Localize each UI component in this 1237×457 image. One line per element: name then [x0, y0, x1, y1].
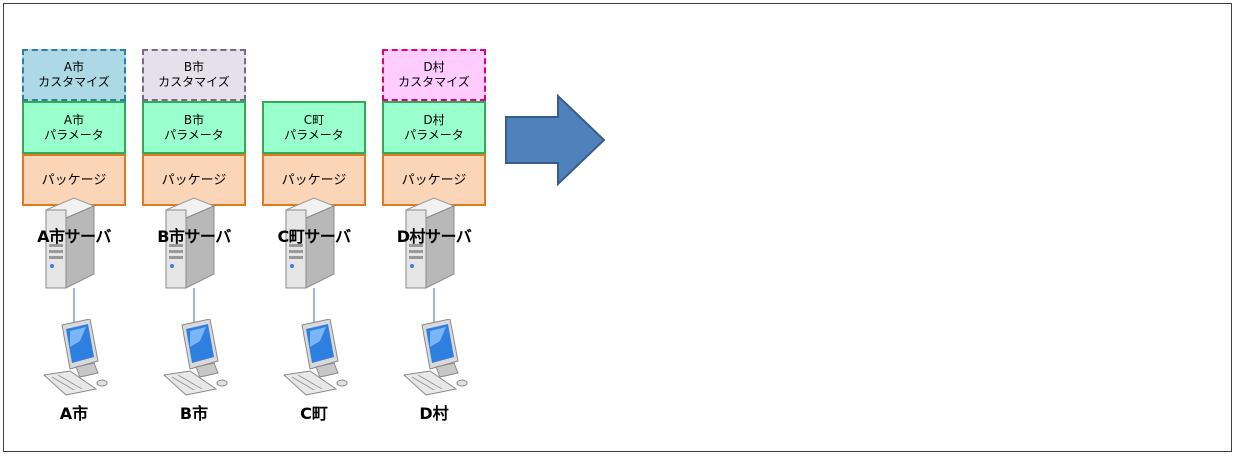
customize-block: B市 カスタマイズ [142, 49, 246, 101]
server-client-link [433, 288, 435, 322]
parameter-block: A市 パラメータ [22, 101, 126, 154]
parameter-name: C町 [303, 112, 325, 127]
customize-block: A市 カスタマイズ [22, 49, 126, 101]
parameter-label: パラメータ [44, 127, 104, 142]
customize-name: A市 [63, 60, 85, 74]
client-label: B市 [179, 404, 209, 423]
customize-label: カスタマイズ [38, 75, 110, 89]
package-block: パッケージ [22, 154, 126, 206]
right-arrow-icon [505, 94, 606, 186]
server-label: A市サーバ [37, 227, 111, 246]
package-block: パッケージ [262, 154, 366, 206]
parameter-label: パラメータ [404, 127, 464, 142]
parameter-block: D村 パラメータ [382, 101, 486, 154]
customize-label: カスタマイズ [158, 75, 230, 89]
parameter-name: A市 [63, 112, 85, 127]
client-label: D村 [419, 404, 449, 423]
server-label: C町サーバ [277, 227, 351, 246]
diagram-frame: A市 カスタマイズ A市 パラメータ パッケージ A市サーバ [3, 3, 1232, 452]
parameter-label: パラメータ [164, 127, 224, 142]
server-tower-icon [44, 197, 96, 289]
package-label: パッケージ [281, 172, 347, 188]
desktop-computer-icon [42, 319, 108, 396]
server-label: D村サーバ [396, 227, 472, 246]
package-block: パッケージ [142, 154, 246, 206]
parameter-block: C町 パラメータ [262, 101, 366, 154]
desktop-computer-icon [162, 319, 228, 396]
server-tower-icon [404, 197, 456, 289]
server-client-link [73, 288, 75, 322]
parameter-name: D村 [423, 112, 445, 127]
server-label: B市サーバ [157, 227, 231, 246]
parameter-label: パラメータ [284, 127, 344, 142]
customize-name: D村 [423, 60, 445, 74]
package-label: パッケージ [161, 172, 227, 188]
package-label: パッケージ [41, 172, 107, 188]
server-client-link [313, 288, 315, 322]
server-client-link [193, 288, 195, 322]
desktop-computer-icon [282, 319, 348, 396]
customize-name: B市 [183, 60, 205, 74]
client-label: A市 [59, 404, 89, 423]
client-label: C町 [300, 404, 328, 423]
customize-label: カスタマイズ [398, 75, 470, 89]
parameter-block: B市 パラメータ [142, 101, 246, 154]
customize-block: D村 カスタマイズ [382, 49, 486, 101]
package-label: パッケージ [401, 172, 467, 188]
server-tower-icon [164, 197, 216, 289]
desktop-computer-icon [402, 319, 468, 396]
parameter-name: B市 [183, 112, 205, 127]
server-tower-icon [284, 197, 336, 289]
